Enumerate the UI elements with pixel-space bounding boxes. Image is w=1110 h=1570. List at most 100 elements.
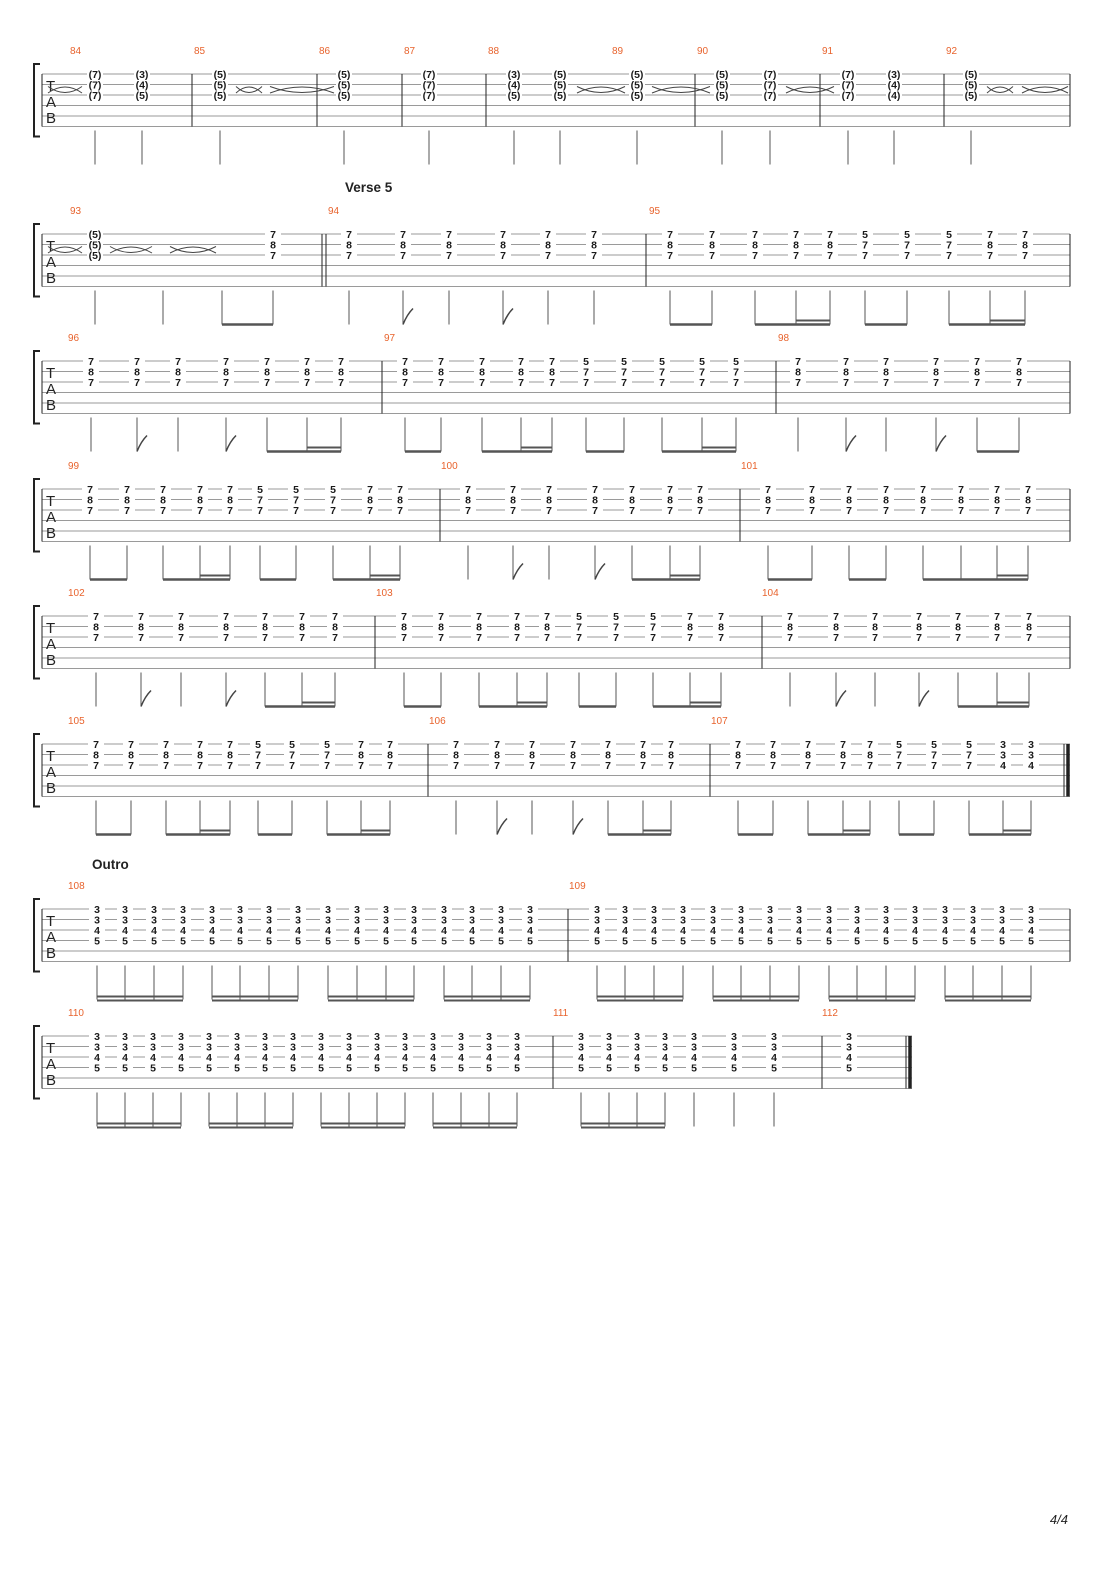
fret-number: 7 — [223, 377, 229, 389]
fret-bg — [117, 1053, 133, 1063]
fret-bg — [762, 915, 778, 926]
fret-bg — [899, 230, 915, 240]
fret-number: 7 — [735, 739, 741, 751]
fret-bg — [87, 80, 103, 91]
fret-number: 5 — [651, 936, 657, 948]
fret-bg — [608, 612, 624, 622]
fret-number: 7 — [570, 760, 576, 772]
fret-bg — [212, 91, 228, 101]
fret-number: (3) — [888, 69, 901, 81]
fret-number: 3 — [354, 904, 360, 916]
fret-bg — [565, 750, 581, 761]
fret-number: 8 — [163, 750, 169, 762]
fret-bg — [578, 378, 594, 388]
fret-number: 3 — [826, 915, 832, 927]
fret-bg — [252, 506, 268, 516]
fret-bg — [460, 506, 476, 516]
fret-number: 3 — [94, 1031, 100, 1043]
fret-bg — [928, 357, 944, 367]
fret-bg — [849, 915, 865, 926]
fret-number: 3 — [374, 1042, 380, 1054]
fret-number: 8 — [752, 240, 758, 252]
fret-bg — [726, 1042, 742, 1053]
fret-number: 3 — [651, 915, 657, 927]
fret-bg — [129, 367, 145, 378]
fret-number: 7 — [687, 632, 693, 644]
fret-number: 4 — [999, 925, 1005, 937]
fret-bg — [982, 230, 998, 240]
fret-number: 8 — [514, 622, 520, 634]
fret-number: 5 — [441, 936, 447, 948]
fret-number: 4 — [469, 925, 475, 937]
fret-bg — [907, 936, 923, 947]
fret-bg — [804, 485, 820, 495]
fret-number: 3 — [234, 1042, 240, 1054]
fret-bg — [1011, 367, 1027, 378]
fret-bg — [146, 936, 162, 947]
fret-bg — [788, 230, 804, 240]
fret-number: (5) — [554, 80, 567, 92]
fret-number: 7 — [93, 739, 99, 751]
fret-bg — [222, 740, 238, 750]
fret-bg — [982, 240, 998, 251]
fret-bg — [790, 367, 806, 378]
fret-bg — [170, 378, 186, 388]
fret-bg — [89, 915, 105, 926]
fret-bg — [87, 240, 103, 251]
fret-number: 5 — [346, 1063, 352, 1075]
fret-bg — [173, 633, 189, 643]
fret-number: 7 — [667, 505, 673, 517]
fret-bg — [464, 905, 480, 915]
fret-bg — [333, 378, 349, 388]
fret-bg — [489, 761, 505, 771]
fret-bg — [285, 1063, 301, 1074]
fret-bg — [765, 761, 781, 771]
fret-bg — [453, 1063, 469, 1074]
fret-bg — [117, 905, 133, 915]
fret-bg — [791, 936, 807, 947]
fret-bg — [714, 91, 730, 101]
tie-arc — [109, 246, 153, 253]
fret-bg — [425, 1053, 441, 1063]
fret-number: 3 — [150, 1042, 156, 1054]
fret-bg — [878, 367, 894, 378]
fret-bg — [989, 495, 1005, 506]
fret-bg — [878, 485, 894, 495]
eighth-flag — [572, 817, 584, 835]
fret-bg — [294, 633, 310, 643]
fret-bg — [123, 761, 139, 771]
fret-number: 7 — [128, 739, 134, 751]
fret-number: 7 — [862, 250, 868, 262]
fret-bg — [506, 91, 522, 101]
fret-bg — [362, 506, 378, 516]
fret-number: 4 — [527, 925, 533, 937]
fret-number: (7) — [89, 90, 102, 102]
fret-number: 8 — [994, 622, 1000, 634]
fret-number: 5 — [266, 936, 272, 948]
fret-number: 3 — [594, 915, 600, 927]
fret-number: 7 — [668, 760, 674, 772]
fret-number: 3 — [731, 1031, 737, 1043]
fret-number: 4 — [622, 925, 628, 937]
fret-bg — [158, 761, 174, 771]
fret-bg — [730, 740, 746, 750]
tie-arc — [785, 86, 835, 93]
fret-number: 3 — [441, 904, 447, 916]
fret-number: 7 — [916, 611, 922, 623]
fret-bg — [726, 1053, 742, 1063]
fret-bg — [800, 761, 816, 771]
fret-bg — [616, 357, 632, 367]
fret-number: 8 — [87, 495, 93, 507]
fret-bg — [522, 915, 538, 926]
fret-number: 7 — [883, 505, 889, 517]
fret-bg — [396, 612, 412, 622]
fret-bg — [471, 622, 487, 633]
fret-bg — [544, 378, 560, 388]
fret-number: 3 — [151, 904, 157, 916]
fret-bg — [341, 1032, 357, 1042]
fret-bg — [705, 936, 721, 947]
fret-bg — [878, 936, 894, 947]
fret-number: (3) — [136, 69, 149, 81]
fret-bg — [791, 926, 807, 936]
